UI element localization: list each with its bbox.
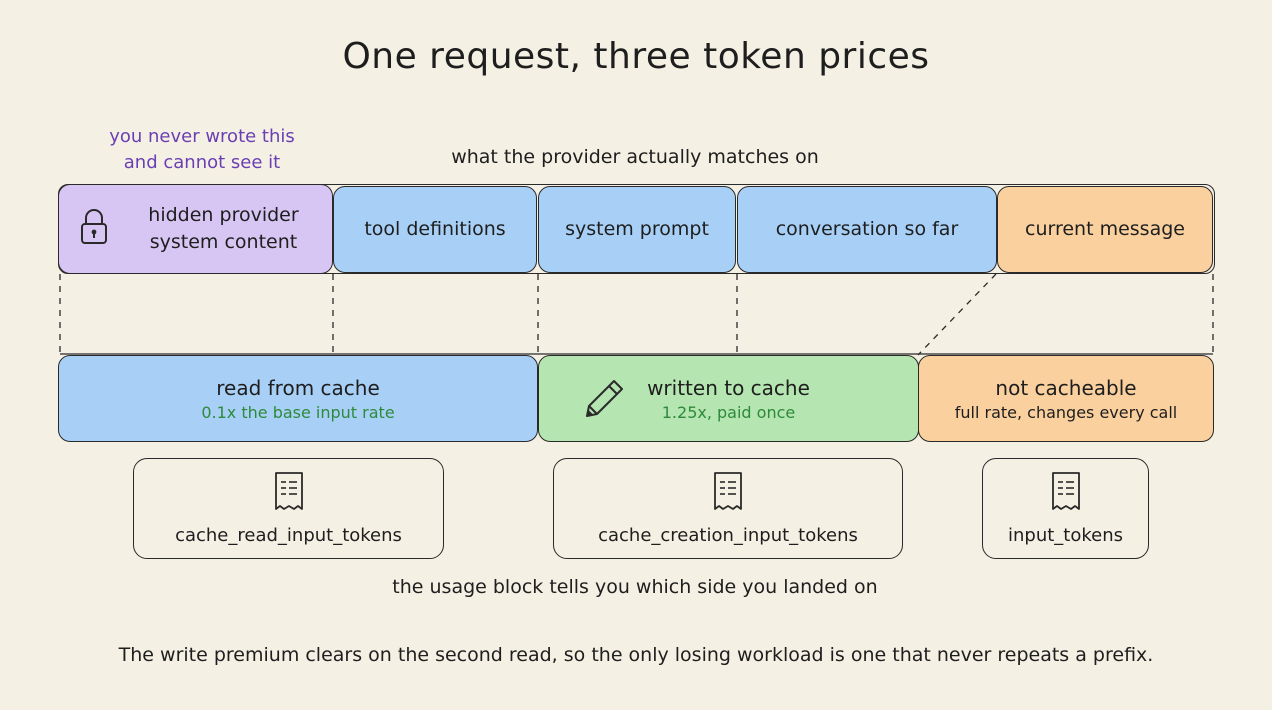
segment-current-message-label: current message (1025, 218, 1185, 240)
pricing-written-detail: 1.25x, paid once (661, 402, 796, 422)
connector-line-diagonal (917, 273, 997, 356)
receipt-icon (274, 472, 303, 510)
segment-conversation: conversation so far (737, 186, 997, 273)
usage-field-cache-creation-label: cache_creation_input_tokens (598, 525, 858, 546)
pencil-icon (586, 380, 623, 417)
usage-block-note: the usage block tells you which side you… (392, 576, 878, 598)
pricing-written-to-cache: written to cache 1.25x, paid once (538, 355, 919, 442)
usage-field-input-label: input_tokens (1007, 525, 1123, 546)
usage-field-cache-creation: cache_creation_input_tokens (553, 458, 903, 559)
receipt-icon (714, 472, 742, 510)
usage-field-input: input_tokens (982, 458, 1149, 559)
receipt-icon (1051, 472, 1080, 510)
pricing-read-label: read from cache (216, 375, 380, 400)
provider-matches-label: what the provider actually matches on (451, 146, 819, 168)
segment-current-message: current message (997, 186, 1213, 273)
segment-system-prompt: system prompt (538, 186, 736, 273)
usage-field-cache-read: cache_read_input_tokens (133, 458, 444, 559)
hidden-content-note: you never wrote this and cannot see it (92, 124, 312, 176)
usage-field-cache-read-label: cache_read_input_tokens (175, 525, 402, 546)
lock-icon (81, 209, 107, 244)
segment-hidden-provider-line1: hidden provider (148, 204, 299, 226)
pricing-not-cacheable-detail: full rate, changes every call (954, 402, 1178, 422)
segment-hidden-provider-text: hidden provider system content (148, 202, 298, 256)
footer-caption: The write premium clears on the second r… (118, 644, 1154, 666)
hidden-content-note-line2: and cannot see it (123, 152, 281, 173)
segment-conversation-label: conversation so far (775, 218, 959, 240)
pricing-read-from-cache: read from cache 0.1x the base input rate (58, 355, 538, 442)
diagram-title: One request, three token prices (342, 36, 930, 77)
segment-tool-definitions-label: tool definitions (364, 218, 506, 240)
pricing-read-detail: 0.1x the base input rate (201, 402, 395, 422)
segment-hidden-provider: hidden provider system content (58, 184, 333, 274)
pricing-not-cacheable: not cacheable full rate, changes every c… (918, 355, 1214, 442)
pricing-written-label: written to cache (647, 375, 810, 400)
segment-hidden-provider-line2: system content (149, 231, 298, 253)
segment-tool-definitions: tool definitions (333, 186, 537, 273)
segment-system-prompt-label: system prompt (565, 218, 709, 240)
hidden-content-note-line1: you never wrote this (109, 126, 295, 147)
pricing-not-cacheable-label: not cacheable (995, 375, 1137, 400)
